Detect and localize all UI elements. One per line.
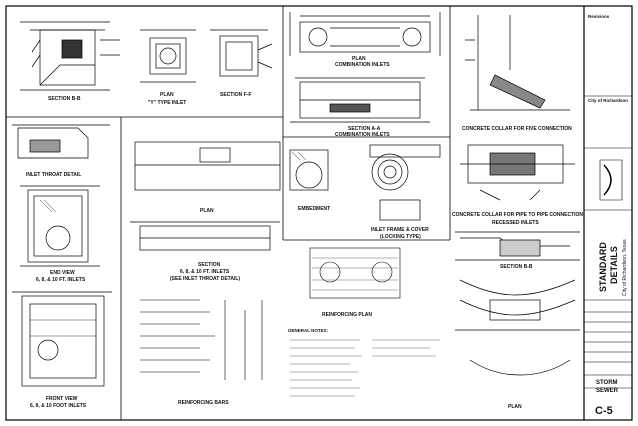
label-plan-combination: PLAN: [352, 56, 366, 62]
label-inlet-frame: INLET FRAME & COVER: [371, 227, 429, 233]
inlet-throat-detail: [12, 124, 110, 159]
city-logo: [599, 159, 623, 201]
title-subtitle: City of Richardson, Texas: [622, 239, 628, 296]
combination-inlets-plan: [289, 12, 441, 56]
plan-mid-drawing: [134, 141, 281, 191]
concrete-collar-five: [465, 15, 570, 111]
label-general-notes: GENERAL NOTES:: [288, 328, 329, 333]
label-plan-top: PLAN: [160, 92, 174, 98]
label-concrete-collar-pipe: CONCRETE COLLAR FOR PIPE TO PIPE CONNECT…: [452, 212, 583, 218]
label-combination-inlets-2: COMBINATION INLETS: [335, 132, 390, 138]
label-front-view-sub: 6, 8, & 10 FOOT INLETS: [30, 403, 87, 409]
inlet-frame-cover: [369, 144, 441, 221]
label-end-view-sub: 6, 8, & 10 FT. INLETS: [36, 277, 86, 283]
concrete-collar-pipe: [460, 144, 575, 201]
label-section-bb-top: SECTION B-B: [48, 96, 81, 102]
title-standard: STANDARD: [598, 242, 608, 292]
label-embedment: EMBEDMENT: [298, 206, 330, 212]
reinforcing-plan-drawing: [309, 247, 401, 299]
label-section-ff: SECTION F-F: [220, 92, 251, 98]
label-front-view: FRONT VIEW: [46, 396, 78, 402]
title-details: DETAILS: [609, 246, 619, 284]
end-view-drawing: [20, 185, 100, 267]
reinforcing-bars-drawing: [140, 299, 263, 380]
title-block-revisions: Revisions: [588, 14, 610, 19]
section-inlets-drawing: [130, 221, 280, 251]
label-section-inlets-note: (SEE INLET THROAT DETAIL): [170, 276, 240, 282]
general-notes-text-lines: [290, 339, 440, 397]
section-bb-drawing: [20, 21, 120, 91]
label-end-view: END VIEW: [50, 270, 75, 276]
title-block-city: City of Richardson: [588, 98, 628, 103]
section-aa-drawing: [290, 77, 430, 123]
label-inlet-frame-sub: (LOCKING TYPE): [380, 234, 421, 240]
front-view-drawing: [12, 291, 112, 387]
section-ff-drawing: [210, 29, 273, 77]
y-type-inlet-plan: [140, 29, 196, 83]
recessed-inlets-drawing: [455, 231, 580, 261]
sheet-category-storm: STORM: [596, 380, 618, 386]
panel-frames: [5, 6, 451, 420]
label-combination-inlets: COMBINATION INLETS: [335, 62, 390, 68]
label-plan-right: PLAN: [508, 404, 522, 410]
label-inlet-throat-detail: INLET THROAT DETAIL: [26, 172, 81, 178]
label-section-bb-right: SECTION B-B: [500, 264, 533, 270]
embedment-drawing: [289, 149, 329, 191]
label-section-inlets: SECTION: [198, 262, 221, 268]
label-concrete-collar-five: CONCRETE COLLAR FOR FIVE CONNECTION: [462, 126, 572, 132]
label-reinforcing-bars: REINFORCING BARS: [178, 400, 229, 406]
label-y-type-inlet: "Y" TYPE INLET: [148, 100, 186, 106]
label-reinforcing-plan: REINFORCING PLAN: [322, 312, 372, 318]
sheet-number: C-5: [595, 405, 613, 417]
label-recessed-inlets: RECESSED INLETS: [492, 220, 539, 226]
label-section-inlets-sub: 6, 8, & 10 FT. INLETS: [180, 269, 230, 275]
label-plan-mid: PLAN: [200, 208, 214, 214]
recessed-inlets-plan: [455, 279, 580, 376]
title-block-grid: [584, 95, 632, 389]
sheet-category-sewer: SEWER: [596, 388, 619, 394]
label-section-aa: SECTION A-A: [348, 126, 381, 132]
